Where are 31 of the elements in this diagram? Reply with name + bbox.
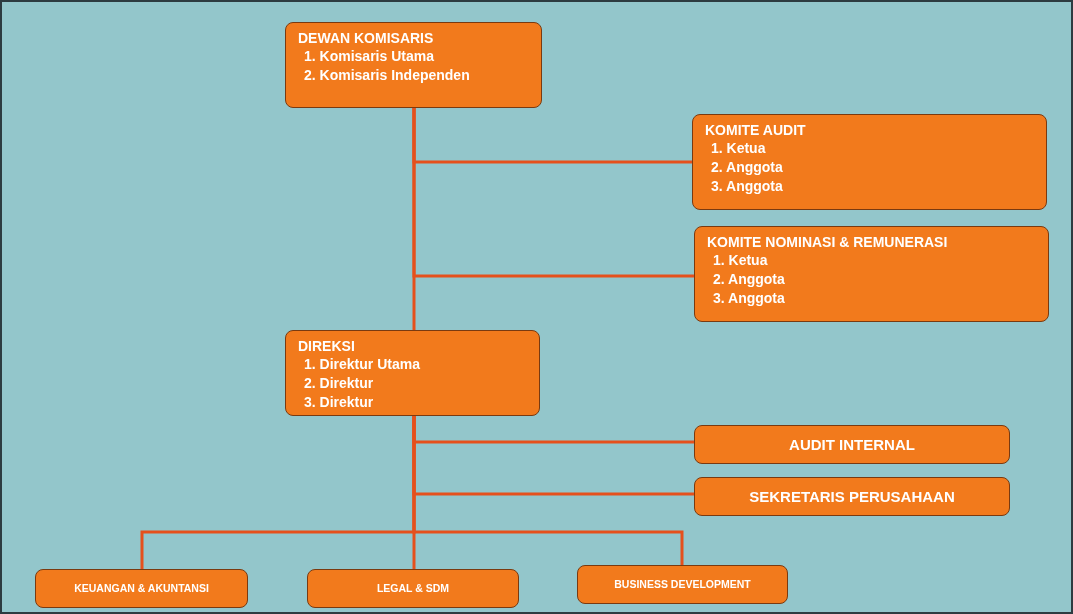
member-item: 1. Direktur Utama [303, 355, 420, 375]
unit-title: KOMITE AUDIT [705, 121, 806, 140]
member-item: 3. Anggota [710, 176, 783, 196]
unit-title: AUDIT INTERNAL [789, 434, 915, 455]
member-item: 1. Komisaris Utama [303, 47, 434, 67]
unit-title: BUSINESS DEVELOPMENT [614, 577, 751, 592]
org-unit-box [692, 114, 1047, 210]
member-item: 2. Komisaris Independen [303, 66, 470, 85]
org-unit-box [694, 477, 1010, 516]
connector-line [412, 416, 684, 565]
member-item: 2. Anggota [710, 158, 783, 177]
member-item: 1. Ketua [710, 139, 766, 159]
unit-title: KEUANGAN & AKUNTANSI [74, 581, 209, 596]
member-item: 1. Ketua [712, 251, 768, 271]
connector-line [412, 108, 416, 330]
org-unit-box [694, 425, 1010, 464]
unit-title: DIREKSI [298, 337, 355, 356]
org-unit-box [285, 330, 540, 416]
unit-title: LEGAL & SDM [376, 581, 450, 596]
unit-title: KOMITE NOMINASI & REMUNERASI [707, 233, 948, 252]
member-item: 3. Direktur [303, 392, 374, 412]
org-unit-box [35, 569, 248, 608]
unit-title: DEWAN KOMISARIS [298, 29, 434, 48]
org-unit-box [307, 569, 519, 608]
org-unit-box [694, 226, 1049, 322]
member-item: 2. Anggota [712, 270, 785, 289]
org-unit-box [577, 565, 788, 604]
member-item: 3. Anggota [712, 288, 785, 308]
unit-title: SEKRETARIS PERUSAHAAN [749, 486, 955, 507]
org-unit-box [285, 22, 542, 108]
member-item: 2. Direktur [303, 374, 374, 393]
